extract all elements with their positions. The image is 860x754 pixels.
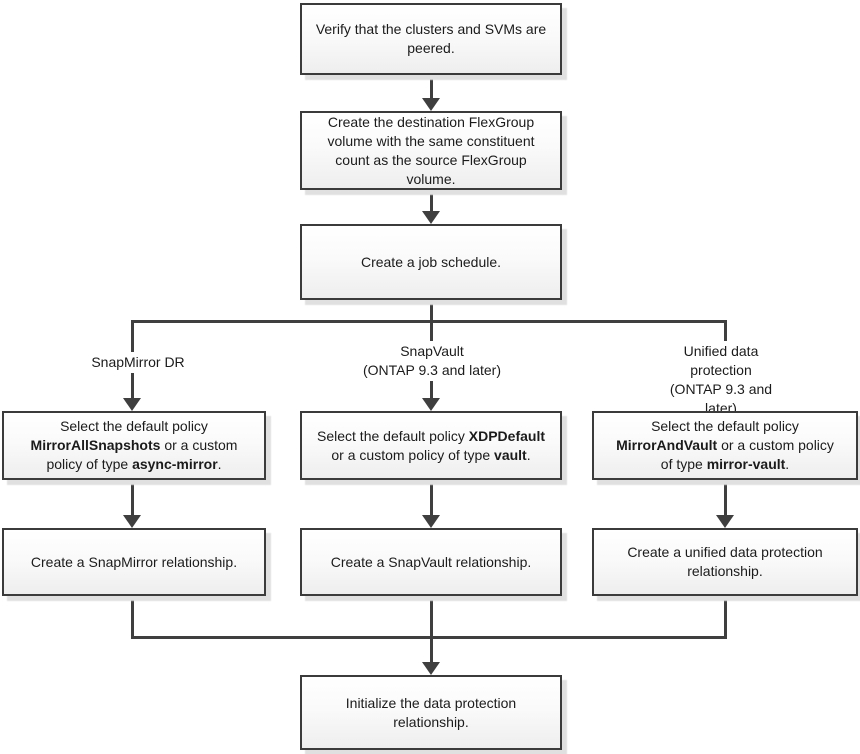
connector-unified-rel-to-converge [724,596,727,639]
connector-branch-horizontal [131,320,727,323]
step-initialize-relationship-text: Initialize the data protection relations… [345,694,517,730]
step-create-unified-relationship-text: Create a unified data protection relatio… [627,544,823,579]
connector-converge-to-initialize [430,596,433,664]
connector-unified-policy-to-rel [724,480,727,518]
connector-flexgroup-to-schedule [430,190,433,213]
connector-verify-to-flexgroup [430,75,433,101]
step-create-flexgroup-volume-text: Create the destination FlexGroup volume … [327,113,535,187]
step-verify-peering-text: Verify that the clusters and SVMs are pe… [315,21,547,56]
step-create-flexgroup-volume: Create the destination FlexGroup volume … [300,111,562,190]
arrowhead-into-snapvault-rel [422,515,440,528]
step-create-snapmirror-relationship: Create a SnapMirror relationship. [2,528,266,596]
step-verify-peering: Verify that the clusters and SVMs are pe… [300,3,562,75]
branch-label-snapmirror-dr: SnapMirror DR [86,352,190,373]
arrowhead-into-snapmirror-rel [123,515,141,528]
step-create-job-schedule: Create a job schedule. [300,224,562,300]
step-initialize-relationship: Initialize the data protection relations… [300,675,562,750]
connector-snapmirror-policy-to-rel [131,480,134,518]
connector-snapvault-policy-to-rel [430,480,433,518]
branch-label-snapvault: SnapVault (ONTAP 9.3 and later) [358,341,506,381]
arrowhead-into-schedule [422,211,440,224]
step-create-snapvault-relationship-text: Create a SnapVault relationship. [330,553,532,570]
step-create-unified-relationship: Create a unified data protection relatio… [592,528,858,596]
step-create-snapmirror-relationship-text: Create a SnapMirror relationship. [30,553,238,570]
arrowhead-into-unified-rel [716,515,734,528]
step-create-snapvault-relationship: Create a SnapVault relationship. [300,528,562,596]
connector-converge-horizontal [131,636,727,639]
arrowhead-into-snapmirror-policy [123,398,141,411]
connector-snapmirror-rel-to-converge [131,596,134,639]
arrowhead-into-initialize [422,662,440,675]
branch-label-unified: Unified data protection (ONTAP 9.3 and l… [651,341,791,419]
connector-schedule-to-branch [430,300,433,324]
arrowhead-into-snapvault-policy [422,398,440,411]
step-create-job-schedule-text: Create a job schedule. [360,253,502,270]
arrowhead-into-flexgroup [422,98,440,111]
